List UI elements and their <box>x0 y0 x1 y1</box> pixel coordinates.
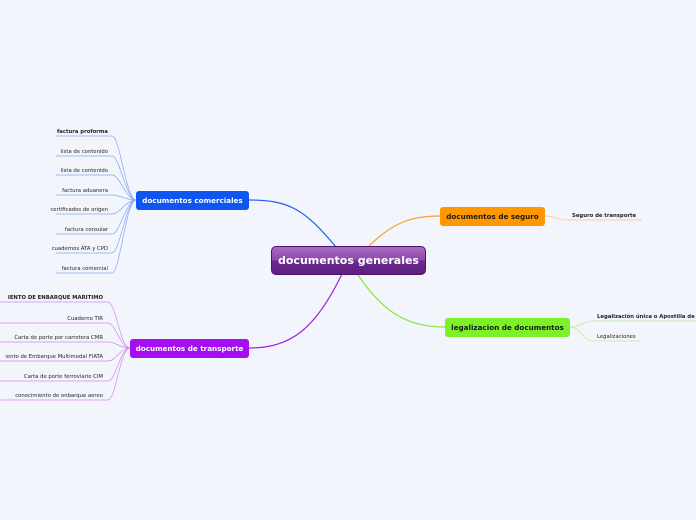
leaf-line-comerciales-0 <box>56 135 137 201</box>
branch-documentos-de-transporte[interactable]: documentos de transporte <box>130 339 249 358</box>
leaf-line-legalizacion-0 <box>569 320 696 328</box>
leaf-carta-de-porte-cmr[interactable]: Carta de porte por carretera CMR <box>14 335 103 341</box>
leaf-line-transporte-0 <box>0 301 131 349</box>
branch-documentos-comerciales[interactable]: documentos comerciales <box>136 191 249 210</box>
link-central-seguro <box>367 215 441 248</box>
branch-documentos-de-seguro[interactable]: documentos de seguro <box>440 207 545 226</box>
leaf-line-comerciales-4 <box>56 199 137 215</box>
leaf-line-transporte-2 <box>0 341 131 349</box>
central-topic[interactable]: documentos generales <box>271 246 426 275</box>
link-central-comerciales <box>248 199 337 248</box>
leaf-line-seguro-0 <box>544 215 642 221</box>
link-central-legalizacion <box>357 274 446 328</box>
leaf-line-comerciales-3 <box>56 194 137 201</box>
leaf-factura-proforma[interactable]: factura proforma <box>56 129 108 135</box>
leaf-line-transporte-1 <box>0 322 131 349</box>
branch-legalizacion-de-documentos[interactable]: legalizacion de documentos <box>445 318 570 337</box>
leaf-factura-comercial[interactable]: factura comercial <box>61 266 108 272</box>
leaf-conocimiento-de-embarque-maritimo[interactable]: IENTO DE ENBARQUE MARITIMO <box>7 295 103 301</box>
leaf-line-comerciales-2 <box>56 174 137 201</box>
leaf-line-comerciales-1 <box>56 155 137 201</box>
leaf-cuaderno-tir[interactable]: Cuaderno TIR <box>67 316 103 322</box>
leaf-seguro-de-transporte[interactable]: Seguro de transporte <box>572 213 637 219</box>
leaf-certificados-de-origen[interactable]: certificados de origen <box>50 207 108 213</box>
leaf-cuadernos-ata-y-cpd[interactable]: cuadernos ATA y CPD <box>51 246 108 252</box>
leaf-line-comerciales-7 <box>56 199 137 274</box>
leaf-legalizacion-unica-apostilla[interactable]: Legalización única o Apostilla de <box>597 314 695 320</box>
leaf-embarque-multimodal-fiata[interactable]: iento de Embarque Multimodal FIATA <box>5 354 103 360</box>
leaf-legalizaciones[interactable]: Legalizaciones <box>597 334 636 340</box>
leaf-line-transporte-5 <box>0 347 131 401</box>
leaf-line-comerciales-6 <box>56 199 137 254</box>
leaf-conocimiento-embarque-aereo[interactable]: conocimiento de enbarque aereo <box>15 393 103 399</box>
leaf-line-transporte-3 <box>0 347 131 362</box>
leaf-line-legalizacion-1 <box>569 326 640 342</box>
link-central-transporte <box>248 273 343 349</box>
leaf-lista-de-contenido[interactable]: lista de contenido <box>60 149 108 155</box>
leaf-carta-de-porte-cim[interactable]: Carta de porte ferroviario CIM <box>23 374 103 380</box>
leaf-factura-aduanera[interactable]: factura aduanera <box>62 188 108 194</box>
leaf-factura-consular[interactable]: factura consular <box>64 227 108 233</box>
leaf-lista-de-contenido-2[interactable]: lista de contenido <box>60 168 108 174</box>
